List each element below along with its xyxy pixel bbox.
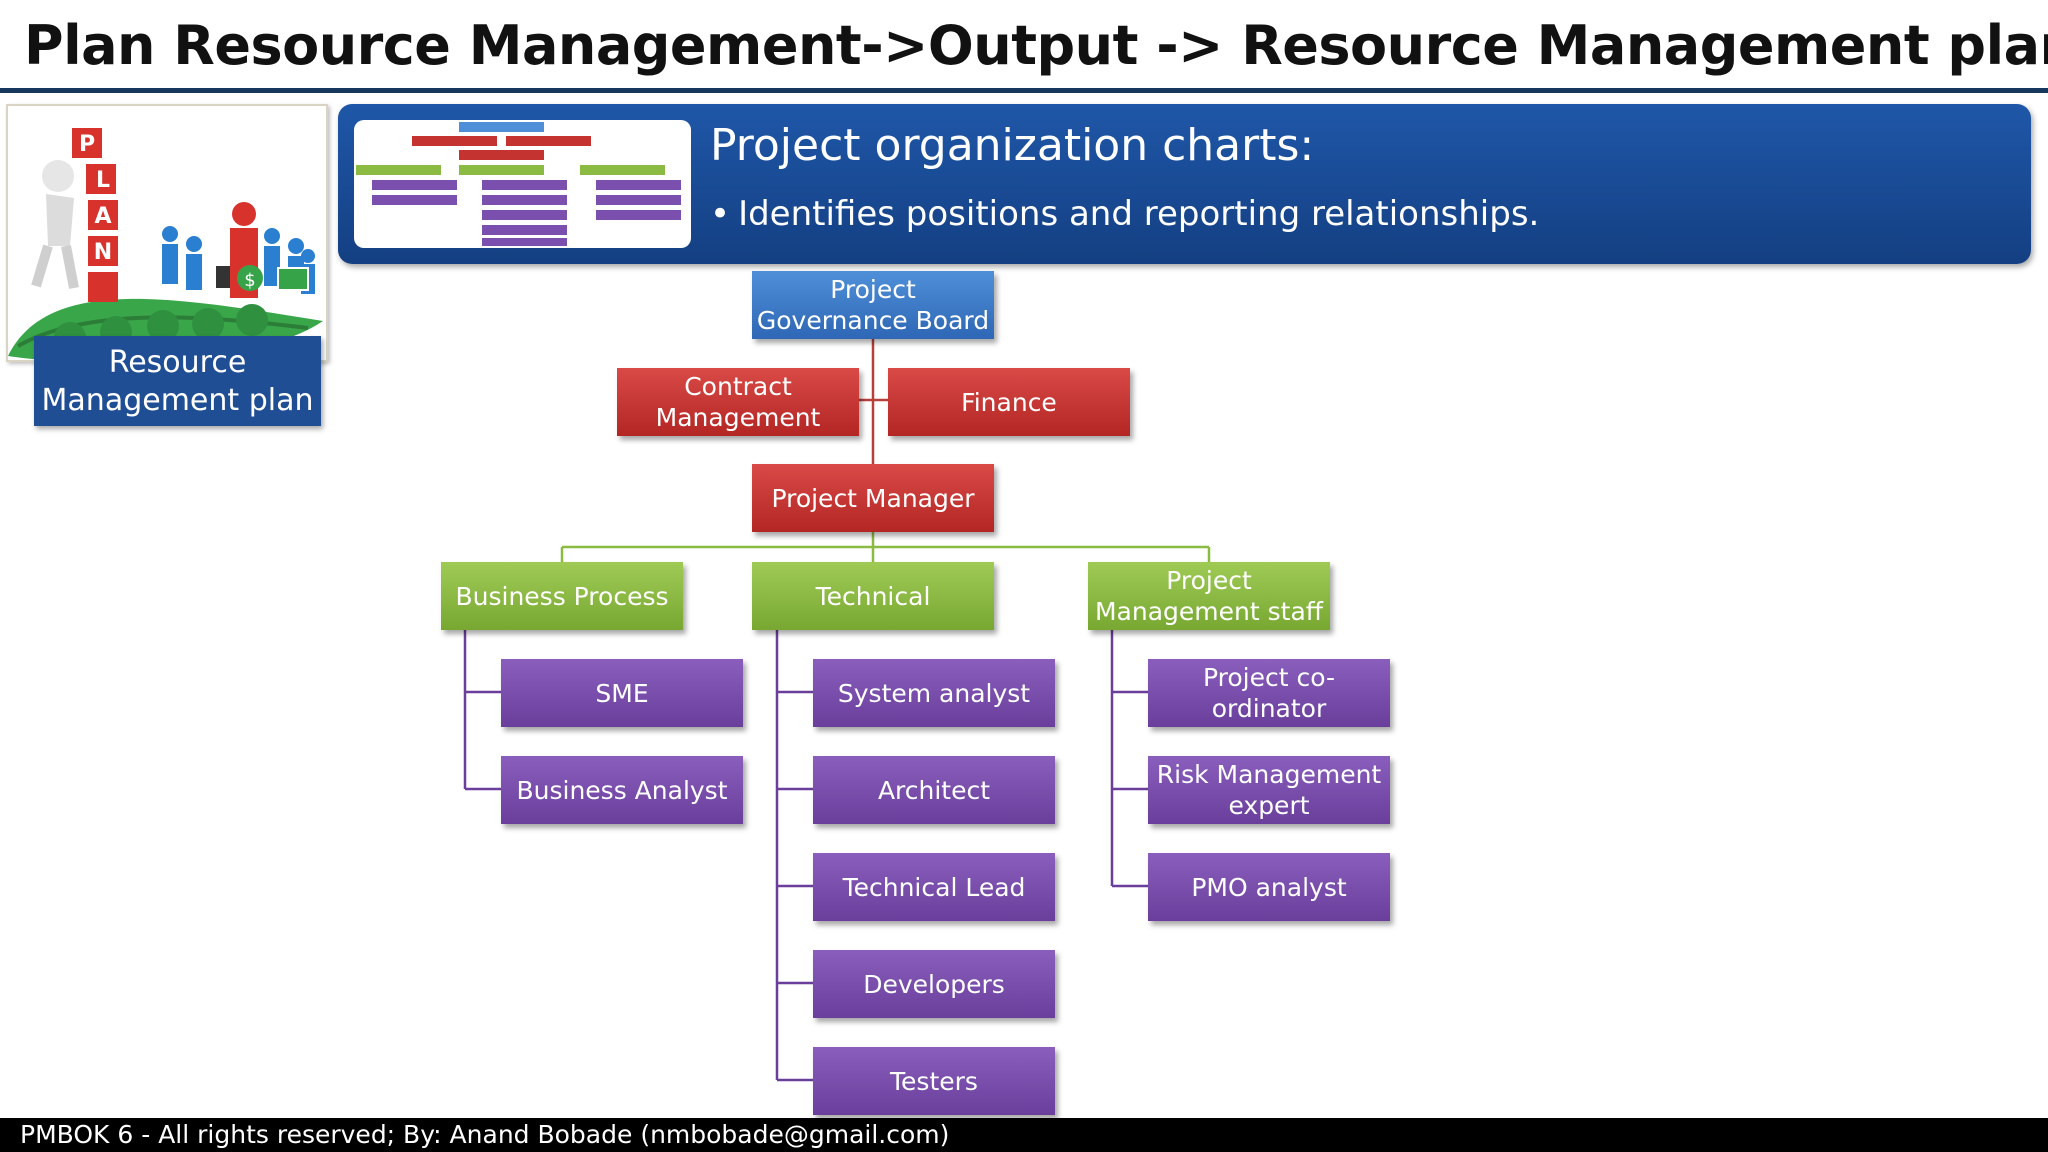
node-architect: Architect [813, 756, 1055, 824]
node-business-process: Business Process [441, 562, 683, 630]
node-sme: SME [501, 659, 743, 727]
node-project-coordinator: Project co-ordinator [1148, 659, 1390, 727]
plan-illustration: P L A N $ [6, 104, 328, 362]
banner-heading: Project organization charts: [710, 120, 1315, 171]
node-contract-management: Contract Management [617, 368, 859, 436]
resource-plan-label: Resource Management plan [34, 336, 321, 426]
page-title: Plan Resource Management->Output -> Reso… [24, 14, 2048, 77]
node-finance: Finance [888, 368, 1130, 436]
definition-banner: Project organization charts: •Identifies… [338, 104, 2031, 264]
svg-text:$: $ [244, 270, 255, 291]
node-technical-lead: Technical Lead [813, 853, 1055, 921]
node-project-governance-board: Project Governance Board [752, 271, 994, 339]
plan-letter: N [94, 240, 112, 265]
node-pmo-analyst: PMO analyst [1148, 853, 1390, 921]
node-technical: Technical [752, 562, 994, 630]
footer-credit: PMBOK 6 - All rights reserved; By: Anand… [0, 1118, 2048, 1152]
node-project-manager: Project Manager [752, 464, 994, 532]
node-testers: Testers [813, 1047, 1055, 1115]
node-project-management-staff: Project Management staff [1088, 562, 1330, 630]
bullet-icon: • [710, 194, 731, 234]
plan-letter: P [79, 132, 95, 157]
node-business-analyst: Business Analyst [501, 756, 743, 824]
banner-bullet: •Identifies positions and reporting rela… [710, 194, 1539, 234]
bullet-text: Identifies positions and reporting relat… [738, 194, 1540, 234]
plan-letter: A [94, 204, 111, 229]
org-chart-thumbnail [354, 120, 691, 248]
plan-letter: L [96, 168, 110, 193]
node-risk-management-expert: Risk Management expert [1148, 756, 1390, 824]
node-system-analyst: System analyst [813, 659, 1055, 727]
title-divider [0, 88, 2048, 93]
node-developers: Developers [813, 950, 1055, 1018]
